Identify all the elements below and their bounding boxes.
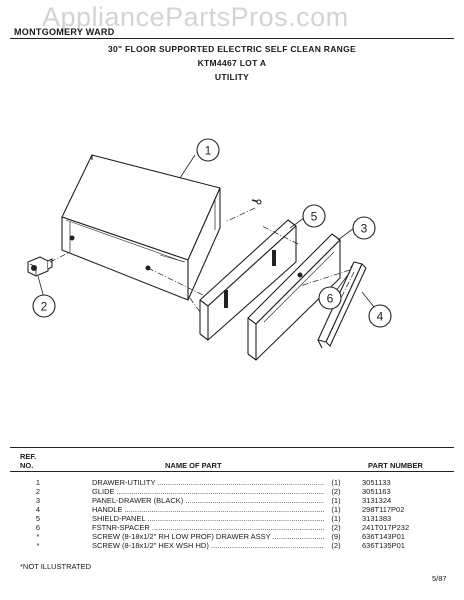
svg-text:1: 1	[205, 144, 212, 158]
callout-2: 2	[32, 294, 56, 318]
row-ref: *	[36, 532, 40, 541]
svg-text:2: 2	[41, 300, 48, 314]
watermark: AppliancePartsPros.com	[42, 2, 349, 32]
callout-1: 1	[196, 138, 220, 162]
callout-4: 4	[368, 304, 392, 328]
screw-part	[251, 199, 262, 205]
row-part-number: 636T143P01	[362, 532, 405, 541]
row-name: SCREW (8-18x1/2" RH LOW PROF) DRAWER ASS…	[92, 532, 324, 541]
brand-label: MONTGOMERY WARD	[14, 27, 115, 37]
callout-3: 3	[352, 216, 376, 240]
column-no-header: NO.	[20, 461, 34, 470]
row-name: PANEL-DRAWER (BLACK) ...................…	[92, 496, 324, 505]
page-title: 30" FLOOR SUPPORTED ELECTRIC SELF CLEAN …	[108, 44, 356, 54]
row-name: FSTNR-SPACER ...........................…	[92, 523, 324, 532]
row-part-number: 636T135P01	[362, 541, 405, 550]
svg-text:4: 4	[377, 310, 384, 324]
table-top-rule	[10, 447, 454, 448]
row-qty: (1)	[331, 496, 341, 505]
model-number: KTM4467 LOT A	[197, 58, 267, 68]
row-ref: 5	[35, 514, 41, 523]
row-part-number: 3131324	[362, 496, 392, 505]
row-ref: 1	[35, 478, 41, 487]
row-part-number: 3131383	[362, 514, 392, 523]
exploded-parts-diagram: 1 2 3 4 5 6	[27, 138, 392, 361]
row-qty: (2)	[331, 487, 341, 496]
row-part-number: 3051133	[362, 478, 391, 487]
row-ref: 6	[35, 523, 41, 532]
column-part-header: PART NUMBER	[368, 461, 423, 470]
row-ref: *	[36, 541, 40, 550]
row-ref: 3	[35, 496, 41, 505]
row-qty: (1)	[331, 514, 341, 523]
row-name: DRAWER-UTILITY .........................…	[92, 478, 324, 487]
row-part-number: 298T117P02	[362, 505, 405, 514]
row-name: HANDLE .................................…	[92, 505, 324, 514]
glide-part	[27, 256, 53, 277]
footnote: *NOT ILLUSTRATED	[20, 562, 91, 571]
column-name-header: NAME OF PART	[165, 461, 222, 470]
shield-panel-part	[199, 219, 297, 341]
svg-text:3: 3	[361, 222, 368, 236]
section-title: UTILITY	[214, 72, 250, 82]
row-part-number: 241T017P232	[362, 523, 410, 532]
row-name: GLIDE ..................................…	[92, 487, 324, 496]
alignment-lines	[49, 207, 355, 313]
row-qty: (2)	[331, 523, 341, 532]
row-qty: (1)	[331, 478, 341, 487]
row-qty: (9)	[331, 532, 341, 541]
row-qty: (2)	[331, 541, 341, 550]
svg-text:6: 6	[327, 292, 334, 306]
row-part-number: 3051163	[362, 487, 391, 496]
row-ref: 2	[35, 487, 41, 496]
row-ref: 4	[35, 505, 41, 514]
row-qty: (1)	[331, 505, 341, 514]
column-ref-header: REF.	[20, 452, 37, 461]
header-rule	[10, 471, 454, 472]
callout-6: 6	[318, 286, 342, 310]
row-name: SHIELD-PANEL ...........................…	[92, 514, 324, 523]
callout-5: 5	[302, 204, 326, 228]
svg-text:5: 5	[311, 210, 318, 224]
top-rule	[10, 38, 454, 39]
drawer-utility-part	[61, 154, 221, 301]
drawer-panel-part	[247, 233, 341, 361]
row-name: SCREW (8-18x1/2" HEX WSH HD) ...........…	[92, 541, 324, 550]
revision-date: 5/87	[432, 574, 447, 583]
